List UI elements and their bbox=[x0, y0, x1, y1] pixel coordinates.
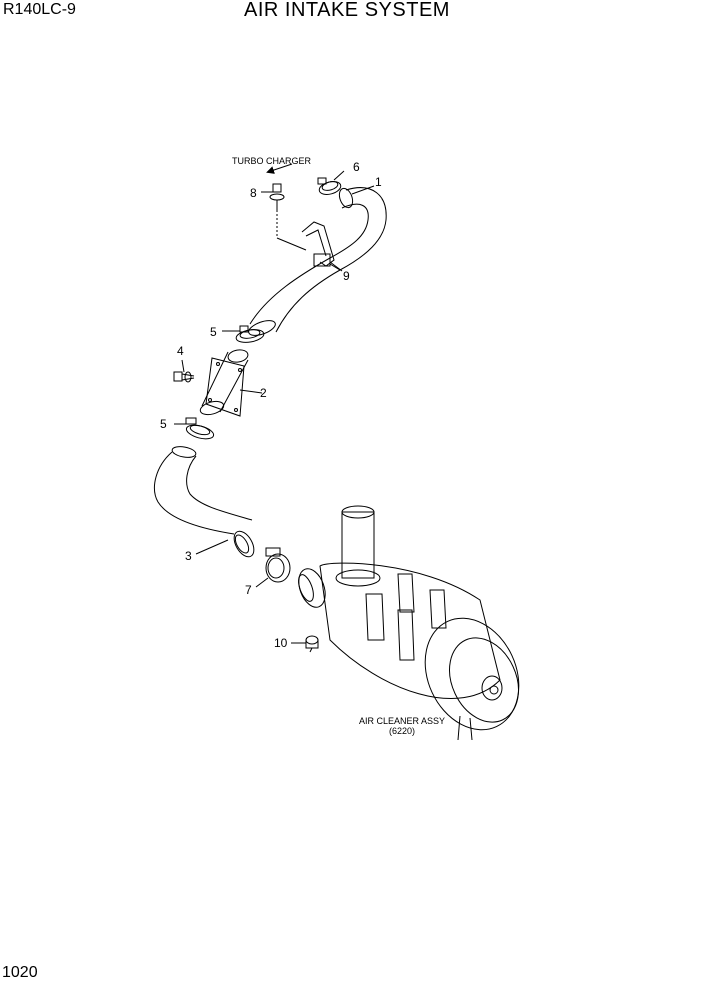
model-code: R140LC-9 bbox=[3, 1, 76, 18]
air-cleaner-label: AIR CLEANER ASSY bbox=[359, 716, 445, 726]
bolt-part-8 bbox=[269, 183, 307, 251]
part-number-4: 4 bbox=[177, 344, 184, 358]
part-number-5-upper: 5 bbox=[210, 325, 217, 339]
part-number-3: 3 bbox=[185, 549, 192, 563]
valve-part-10 bbox=[305, 635, 319, 653]
part-number-1: 1 bbox=[375, 175, 382, 189]
air-cleaner-assembly bbox=[298, 505, 520, 741]
bolt-part-4 bbox=[173, 371, 195, 383]
part-number-5-lower: 5 bbox=[160, 417, 167, 431]
clamp-part-7 bbox=[265, 547, 291, 583]
part-number-2: 2 bbox=[260, 386, 267, 400]
clamp-part-5-lower bbox=[185, 417, 215, 440]
part-number-9: 9 bbox=[343, 269, 350, 283]
bracket-part-9 bbox=[301, 221, 341, 271]
page-title: AIR INTAKE SYSTEM bbox=[244, 0, 450, 21]
air-cleaner-code: (6220) bbox=[389, 726, 415, 736]
part-number-10: 10 bbox=[274, 636, 288, 650]
lower-hose-part-3 bbox=[154, 446, 255, 558]
part-number-7: 7 bbox=[245, 583, 252, 597]
leader-lines bbox=[174, 170, 375, 644]
turbo-charger-arrow bbox=[266, 163, 293, 174]
page-number: 1020 bbox=[2, 964, 38, 981]
part-number-6: 6 bbox=[353, 160, 360, 174]
clamp-part-6 bbox=[317, 177, 342, 195]
clamp-part-5-upper bbox=[235, 325, 265, 343]
part-number-8: 8 bbox=[250, 186, 257, 200]
upper-hose-part-1 bbox=[248, 187, 387, 336]
turbo-charger-label: TURBO CHARGER bbox=[232, 156, 312, 166]
flange-pipe-part-2 bbox=[199, 349, 249, 417]
